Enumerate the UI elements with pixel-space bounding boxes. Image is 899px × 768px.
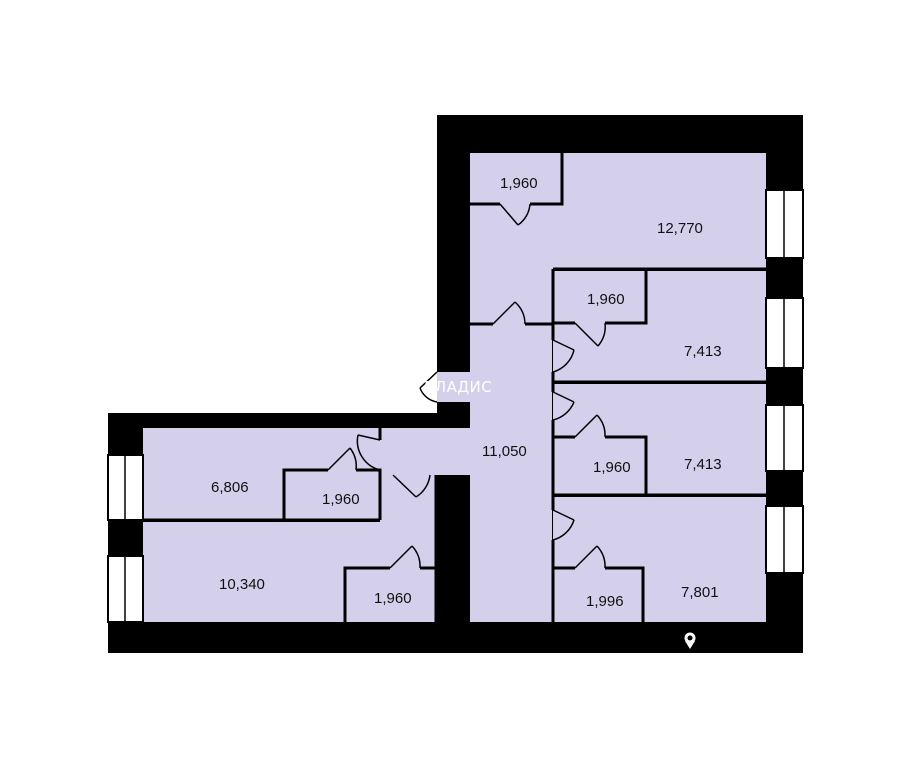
inner-walls: [143, 153, 766, 622]
room-right-3: [553, 384, 766, 494]
room-left-lower: [143, 522, 436, 622]
hall-connector: [380, 428, 472, 475]
door-right-3: [552, 391, 575, 421]
door-closet-3: [574, 414, 606, 438]
window-mullions: [124, 190, 785, 622]
room-right-2: [553, 271, 766, 381]
location-pin-icon: [684, 632, 696, 649]
doors: [327, 203, 606, 569]
door-closet-4: [574, 545, 606, 569]
area-label: 10,340: [219, 576, 265, 593]
watermark-text: ВЛАДИС: [424, 378, 492, 396]
hall-entry-notch: [437, 372, 470, 402]
area-label: 1,960: [500, 175, 538, 192]
door-entry: [419, 371, 438, 403]
area-label: 1,960: [374, 590, 412, 607]
area-label: 11,050: [482, 443, 527, 460]
door-closet-2: [574, 322, 606, 347]
door-closet-left-lower: [389, 545, 421, 569]
room-right-4: [553, 497, 766, 622]
area-label: 1,960: [593, 459, 631, 476]
door-left-upper: [356, 434, 381, 471]
door-top-closet: [499, 203, 531, 226]
room-top-right: [470, 153, 766, 269]
area-label: 1,960: [587, 291, 625, 308]
door-closet-left-upper: [327, 447, 357, 471]
area-label: 6,806: [211, 479, 249, 496]
area-label: 7,413: [684, 343, 722, 360]
door-top-room: [492, 301, 526, 325]
area-label: 7,801: [681, 584, 719, 601]
house-logo-icon: [377, 375, 399, 397]
hall-corridor: [470, 269, 552, 622]
room-left-upper: [143, 428, 380, 520]
door-right-2: [552, 339, 575, 373]
rooms: [143, 153, 766, 622]
door-right-4: [552, 509, 575, 541]
area-label: 12,770: [657, 220, 703, 237]
area-label: 1,960: [322, 491, 360, 508]
area-label: 7,413: [684, 456, 722, 473]
area-labels: 12,770 1,960 1,960 7,413 1,960 7,413 1,9…: [211, 175, 722, 610]
door-left-lower: [392, 474, 431, 498]
area-label: 1,996: [586, 593, 624, 610]
